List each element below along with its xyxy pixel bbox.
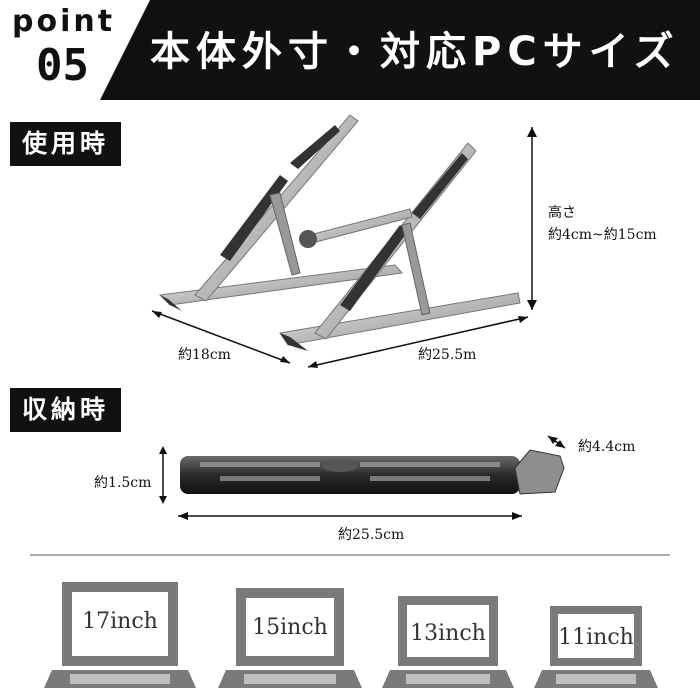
folded-depth-dimension: 約4.4cm (578, 439, 636, 455)
thickness-arrow (159, 446, 167, 504)
laptop-13inch-icon: 13inch (382, 596, 514, 688)
compatible-laptops: 17inch 15inch 13inch 11inch (44, 582, 658, 688)
divider (30, 554, 670, 556)
laptop-label-17: 17inch (82, 609, 158, 634)
height-label: 高さ (548, 205, 576, 221)
laptop-label-11: 11inch (558, 625, 634, 650)
laptop-label-13: 13inch (410, 621, 486, 646)
laptop-15inch-icon: 15inch (218, 588, 362, 688)
stored-label: 収納時 (10, 388, 122, 432)
thickness-dimension: 約1.5cm (94, 475, 152, 491)
point-number: 05 (36, 40, 89, 91)
height-range: 約4cm~約15cm (548, 227, 657, 243)
depth-dimension: 約18cm (178, 347, 231, 363)
stand-in-use-illustration (151, 114, 537, 368)
folded-width-dimension: 約25.5cm (338, 527, 405, 543)
laptop-11inch-icon: 11inch (534, 606, 658, 688)
laptop-label-15: 15inch (252, 615, 328, 640)
stand-folded-illustration (178, 435, 566, 520)
point-word: point (12, 4, 116, 39)
page-title: 本体外寸・対応PCサイズ (150, 29, 680, 75)
header-banner (100, 0, 700, 100)
width-dimension: 約25.5m (418, 347, 477, 363)
in-use-label: 使用時 (10, 122, 122, 166)
laptop-17inch-icon: 17inch (44, 582, 196, 688)
